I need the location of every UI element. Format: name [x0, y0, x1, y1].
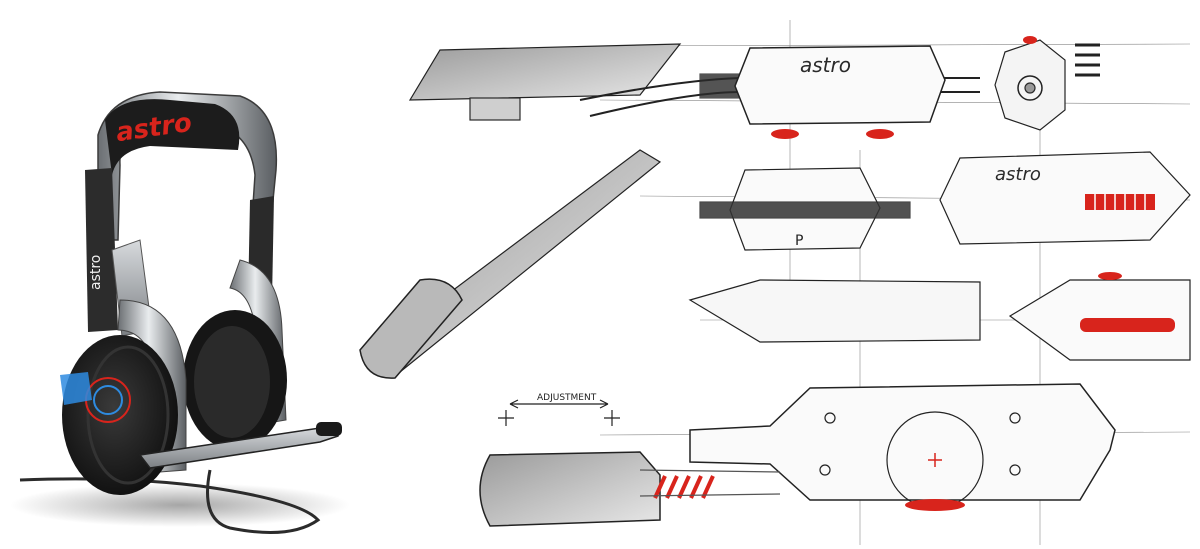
cross-marker-1	[498, 410, 514, 426]
topview-body	[689, 383, 1116, 501]
topview-paddle	[479, 451, 661, 527]
red-grip-1-ribs	[1094, 194, 1146, 210]
mic-tip	[316, 422, 342, 436]
floor-shadow	[10, 483, 350, 527]
sketch-topview: ADJUSTMENT	[479, 383, 1116, 527]
left-arm	[85, 168, 118, 332]
pod-2-mark: P	[795, 233, 803, 249]
screw-3	[819, 464, 831, 476]
topview-arm	[639, 469, 781, 497]
pod-3	[939, 151, 1191, 245]
red-slider	[1080, 318, 1175, 332]
end-view-red-dot	[1023, 36, 1037, 44]
cable-sleeve-2	[699, 201, 911, 219]
headset-render: astro astro	[10, 91, 350, 534]
red-grip-1	[1085, 194, 1155, 210]
red-knob-top	[1098, 272, 1122, 280]
cross-marker-2	[604, 410, 620, 426]
front-ear-cushion-edge	[86, 345, 170, 485]
adjustment-label: ADJUSTMENT	[537, 393, 597, 403]
sketch-boom-top: astro	[408, 36, 1100, 139]
blue-tag	[60, 372, 92, 405]
pod-3-logo: astro	[995, 164, 1041, 185]
screw-1	[824, 412, 836, 424]
boom-paddle	[408, 43, 682, 101]
arm-logo: astro	[88, 255, 104, 290]
connector-ribs	[1075, 43, 1100, 77]
red-button-2	[866, 129, 894, 139]
concept-sketches: astro P astro	[359, 20, 1191, 545]
topview-dial-cross	[928, 453, 942, 467]
end-view-jack	[1017, 75, 1043, 101]
screw-2	[1009, 412, 1021, 424]
speaker-ring-inner	[93, 385, 123, 415]
red-knob-bottom	[905, 499, 965, 511]
front-ear-cup	[62, 335, 178, 495]
pod-logo: astro	[800, 53, 851, 77]
headband-pad	[105, 99, 240, 175]
adjustment-arrow	[509, 399, 609, 409]
paddle-stem	[469, 97, 521, 121]
end-view-jack-inner	[1024, 82, 1036, 94]
boom-perspective-tip	[359, 278, 463, 379]
back-ear-cushion	[194, 326, 270, 438]
red-grip-2	[653, 475, 715, 499]
sketch-boom-perspective: P astro	[359, 149, 1191, 379]
profile-body-left	[688, 279, 981, 343]
control-pod	[734, 45, 946, 125]
sketch-profile	[688, 272, 1191, 361]
red-button-1	[771, 129, 799, 139]
screw-4	[1009, 464, 1021, 476]
cable-clip	[699, 73, 741, 99]
